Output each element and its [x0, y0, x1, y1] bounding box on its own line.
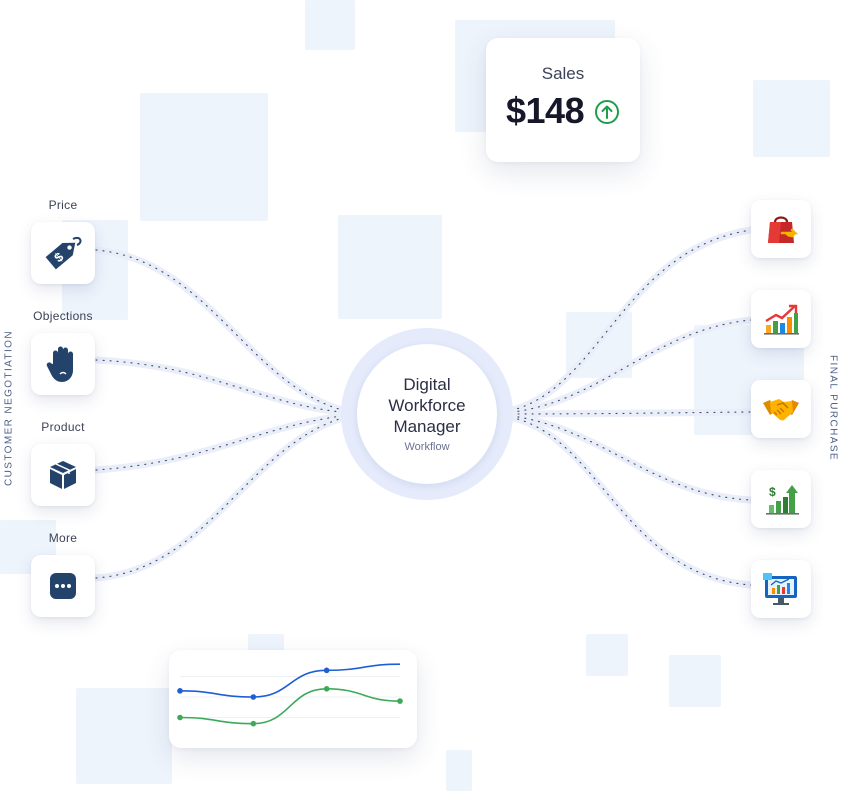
hub-subtitle: Workflow: [404, 441, 450, 453]
customer-negotiation-label: CUSTOMER NEGOTIATION: [3, 330, 15, 486]
line-chart-card: [169, 650, 417, 748]
background-square: [338, 215, 442, 319]
analytics-monitor-icon: [762, 571, 800, 607]
background-square: [586, 634, 628, 676]
price-tag-icon: $: [41, 231, 85, 275]
node-label-product: Product: [41, 420, 85, 434]
svg-text:$: $: [769, 485, 776, 499]
line-chart: [177, 663, 403, 727]
background-square: [753, 80, 830, 157]
chart-series-line-1: [179, 663, 401, 698]
arrow-up-circle-icon: [594, 99, 620, 130]
sales-label: Sales: [541, 64, 585, 83]
node-handshake[interactable]: [751, 380, 811, 438]
chart-point: [250, 720, 257, 727]
growth-bar-chart-icon: [762, 301, 800, 337]
background-square: [305, 0, 355, 50]
chart-point: [323, 667, 330, 674]
background-square: [76, 688, 172, 784]
node-objections[interactable]: [31, 333, 95, 395]
chart-point: [177, 688, 183, 694]
chart-point: [177, 714, 183, 721]
chart-point: [397, 698, 403, 704]
node-more[interactable]: [31, 555, 95, 617]
node-label-more: More: [48, 531, 78, 545]
background-square: [140, 93, 268, 221]
chart-point: [323, 686, 330, 692]
node-money-growth[interactable]: $: [751, 470, 811, 528]
node-product[interactable]: [31, 444, 95, 506]
chart-point: [250, 694, 257, 700]
node-price[interactable]: $: [31, 222, 95, 284]
background-square: [669, 655, 721, 707]
more-dots-icon: [49, 572, 77, 600]
node-label-price: Price: [48, 198, 78, 212]
chart-series-line-2: [179, 687, 401, 725]
node-growth-chart[interactable]: [751, 290, 811, 348]
background-square: [446, 750, 472, 791]
node-label-objections: Objections: [33, 309, 93, 323]
handshake-icon: [762, 394, 800, 424]
sales-value: $148: [506, 90, 585, 131]
node-shopping-bag[interactable]: [751, 200, 811, 258]
node-analytics-monitor[interactable]: [751, 560, 811, 618]
shopping-bag-return-icon: [763, 211, 799, 247]
hub-title: Digital Workforce Manager: [388, 375, 466, 436]
final-purchase-label: FINAL PURCHASE: [827, 355, 839, 461]
money-growth-chart-icon: $: [763, 481, 799, 517]
hub-digital-workforce-manager[interactable]: Digital Workforce Manager Workflow: [357, 344, 497, 484]
raised-hand-icon: [45, 344, 81, 384]
box-icon: [46, 458, 80, 492]
sales-card: Sales $148: [486, 38, 640, 162]
